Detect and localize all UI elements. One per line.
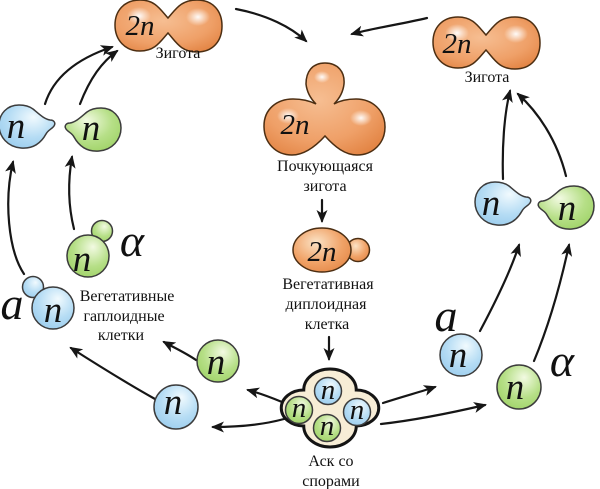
arrow-shmoo-a-left-to-zygote bbox=[43, 45, 114, 106]
spore-a-right-ploidy: n bbox=[449, 335, 468, 376]
budding-alpha-left-ploidy: n bbox=[73, 239, 92, 280]
ascus-spore-right-ploidy: n bbox=[350, 394, 365, 426]
ascus-label-2: спорами bbox=[302, 473, 360, 489]
arrow-a-right-to-shmoo-a-right bbox=[478, 243, 521, 333]
zygote-left-label: Зигота bbox=[156, 45, 201, 62]
diploid-body-shape bbox=[292, 227, 352, 273]
budding-a-left-cell: n a bbox=[1, 275, 75, 331]
shmoo-right-a-ploidy: n bbox=[482, 183, 501, 224]
spore-a-right-cell: n a bbox=[435, 290, 483, 377]
haploid-label-1: Вегетативные bbox=[80, 288, 175, 305]
spore-alpha-right-cell: n α bbox=[496, 335, 575, 410]
mating-type-alpha-left: α bbox=[120, 215, 145, 266]
cell-highlight bbox=[186, 8, 210, 26]
arrow-alpha-right-to-shmoo-alpha-right bbox=[532, 243, 573, 363]
arrow-ascus-to-spore-green-left bbox=[246, 387, 284, 404]
vegetative-haploid-label: Вегетативные гаплоидные клетки bbox=[80, 288, 175, 344]
spore-green-left-cell: n bbox=[196, 339, 240, 383]
arrow-spore-green-to-haploid-cells bbox=[162, 340, 198, 362]
spore-green-left-ploidy: n bbox=[207, 342, 226, 383]
arrow-spore-blue-to-a-cell bbox=[69, 346, 157, 401]
zygote-right-ploidy: 2n bbox=[443, 28, 472, 60]
ascus-label-1: Аск со bbox=[308, 453, 353, 470]
ascus-spore-top-shape bbox=[313, 376, 343, 406]
arrow-ascus-to-spore-alpha-right bbox=[379, 402, 487, 426]
diploid-label-3: клетка bbox=[305, 316, 349, 333]
shmoo-right-alpha-ploidy: n bbox=[558, 188, 577, 229]
budding-zygote-ploidy: 2n bbox=[281, 109, 310, 141]
haploid-label-2: гаплоидные bbox=[83, 308, 164, 325]
spore-alpha-right-shape bbox=[496, 364, 542, 410]
budding-zygote-label-1: Почкующаяся bbox=[277, 158, 374, 175]
mating-type-alpha-right: α bbox=[550, 335, 575, 386]
cell-highlight bbox=[504, 25, 528, 43]
shmoo-left-alpha-ploidy: n bbox=[82, 108, 101, 149]
spore-blue-left-ploidy: n bbox=[164, 382, 183, 423]
spore-a-right-shape bbox=[439, 333, 483, 377]
ascus-spore-top-ploidy: n bbox=[321, 374, 336, 406]
ascus: n n n n Аск со спорами bbox=[281, 369, 379, 489]
arrow-alpha-cell-to-shmoo-left bbox=[64, 155, 76, 231]
mating-type-a-left: a bbox=[1, 278, 24, 329]
budding-a-left-ploidy: n bbox=[44, 290, 63, 331]
zygote-left-ploidy: 2n bbox=[126, 10, 155, 42]
ascus-spore-bottom-shape bbox=[312, 413, 342, 443]
arrow-ascus-to-spore-a-right bbox=[381, 385, 437, 405]
ascus-spore-bottom-ploidy: n bbox=[320, 410, 335, 442]
arrow-shmoo-a-right-to-zygote bbox=[501, 89, 513, 181]
diploid-ploidy: 2n bbox=[308, 236, 337, 268]
a-body-shape bbox=[31, 286, 75, 330]
zygote-right-cell: 2n Зигота bbox=[432, 16, 541, 86]
budding-alpha-left-cell: n α bbox=[66, 215, 145, 280]
arrow-shmoo-alpha-left-to-zygote bbox=[78, 49, 119, 106]
arrow-a-cell-to-shmoo-left bbox=[5, 160, 26, 276]
arrow-zygote-right-to-budding-zygote bbox=[350, 16, 429, 37]
vegetative-diploid-cell: 2n Вегетативная диплоидная клетка bbox=[282, 227, 374, 333]
cell-highlight bbox=[314, 71, 330, 83]
cell-highlight bbox=[127, 7, 151, 25]
arrow-shmoo-alpha-right-to-zygote bbox=[516, 92, 568, 178]
budding-zygote-label-2: зигота bbox=[303, 178, 346, 195]
shmoo-left-a-ploidy: n bbox=[7, 106, 26, 147]
budding-zygote-cell: 2n Почкующаяся зигота bbox=[263, 62, 386, 195]
spore-blue-left-cell: n bbox=[153, 382, 199, 430]
zygote-right-label: Зигота bbox=[465, 69, 510, 86]
alpha-body-shape bbox=[66, 234, 110, 278]
cycle-arrows bbox=[5, 7, 573, 433]
arrow-zygote-left-to-budding-zygote bbox=[234, 7, 308, 43]
arrow-ascus-to-spore-blue-left bbox=[211, 417, 286, 433]
budding-zygote-shape bbox=[263, 62, 386, 156]
shmoo-right-a-cell: n bbox=[474, 181, 532, 226]
ascus-spore-left-ploidy: n bbox=[292, 392, 307, 424]
diploid-label-2: диплоидная bbox=[286, 296, 368, 313]
ascus-spore-right-shape bbox=[342, 397, 372, 427]
haploid-label-3: клетки bbox=[98, 327, 145, 344]
cell-highlight bbox=[445, 24, 469, 42]
zygote-left-cell: 2n Зигота bbox=[114, 0, 223, 62]
spore-blue-left-shape bbox=[153, 384, 199, 430]
shmoo-left-alpha-cell: n bbox=[64, 107, 122, 152]
spore-alpha-right-ploidy: n bbox=[506, 367, 525, 408]
shmoo-right-alpha-cell: n bbox=[537, 185, 595, 230]
spore-green-left-shape bbox=[196, 339, 240, 383]
shmoo-left-a-cell: n bbox=[0, 104, 56, 149]
cell-highlight bbox=[350, 110, 372, 126]
ascus-spore-left-shape bbox=[284, 395, 314, 425]
mating-type-a-right: a bbox=[435, 290, 458, 341]
cell-highlight bbox=[277, 108, 299, 124]
diploid-label-1: Вегетативная bbox=[282, 276, 374, 293]
